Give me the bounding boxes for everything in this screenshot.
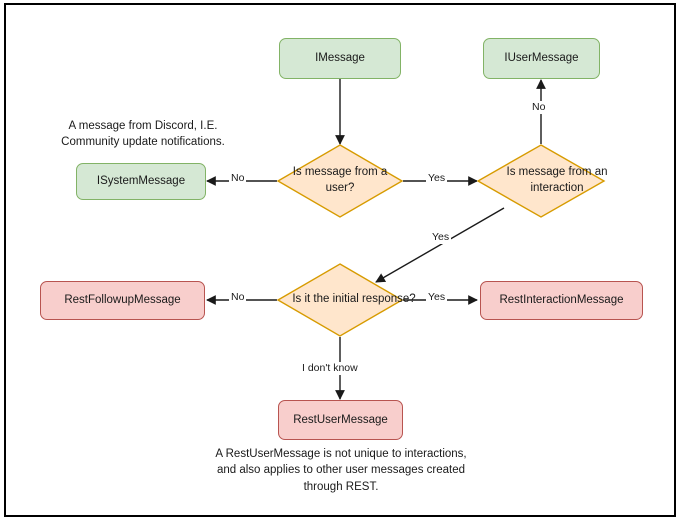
node-imessage-label: IMessage [315, 52, 365, 65]
node-restusermessage[interactable]: RestUserMessage [278, 400, 403, 440]
decision-initial-shape [276, 263, 404, 337]
note-rest-user-message: A RestUserMessage is not unique to inter… [215, 448, 467, 493]
node-iusermessage-label: IUserMessage [504, 52, 579, 65]
node-restusermessage-label: RestUserMessage [293, 413, 388, 426]
node-restfollowupmessage[interactable]: RestFollowupMessage [40, 281, 205, 320]
node-restinteractionmessage-label: RestInteractionMessage [499, 294, 624, 307]
edge-label-initial-no: No [229, 291, 247, 304]
edge-label-interaction-no: No [530, 101, 548, 114]
node-decision-user-label: Is message from a user? [292, 166, 388, 194]
decision-interaction-shape [476, 144, 606, 218]
note-system-message: A message from Discord, I.E. Community u… [61, 120, 225, 149]
decision-user-shape [276, 144, 404, 218]
edge-label-interaction-yes: Yes [430, 231, 452, 244]
node-decision-interaction-label: Is message from an interaction [506, 166, 608, 194]
node-restinteractionmessage[interactable]: RestInteractionMessage [480, 281, 643, 320]
node-imessage[interactable]: IMessage [279, 38, 401, 79]
edge-label-user-yes: Yes [426, 172, 448, 185]
node-isystemmessage-label: ISystemMessage [96, 175, 186, 188]
node-decision-interaction[interactable]: Is message from an interaction [476, 144, 607, 218]
node-isystemmessage[interactable]: ISystemMessage [76, 163, 206, 200]
node-decision-initial-label: Is it the initial response? [292, 293, 416, 306]
node-restfollowupmessage-label: RestFollowupMessage [64, 294, 181, 307]
node-decision-initial[interactable]: Is it the initial response? [276, 263, 416, 337]
edge-label-user-no: No [229, 172, 247, 185]
edge-label-initial-unknown: I don't know [300, 362, 360, 375]
edge-label-initial-yes: Yes [426, 291, 448, 304]
node-decision-user[interactable]: Is message from a user? [276, 144, 404, 218]
node-iusermessage[interactable]: IUserMessage [483, 38, 600, 79]
